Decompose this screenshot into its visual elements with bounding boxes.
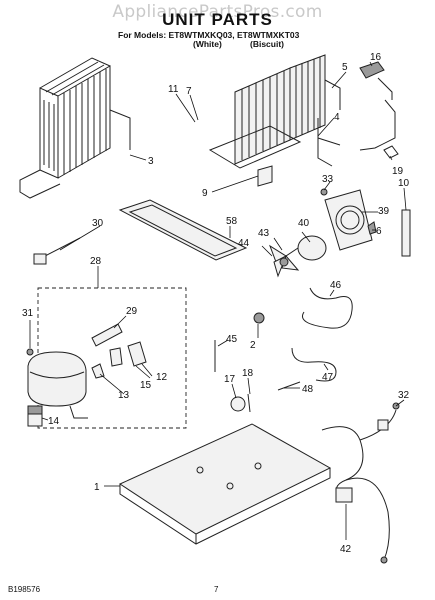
nut bbox=[253, 312, 265, 324]
callout-6: 6 bbox=[376, 226, 382, 237]
clip bbox=[383, 145, 399, 159]
callout-4: 4 bbox=[334, 112, 340, 123]
callout-7: 7 bbox=[186, 86, 192, 97]
power-plug bbox=[33, 237, 81, 265]
grommet bbox=[26, 348, 34, 356]
variant-white-label: (White) bbox=[193, 39, 222, 49]
watermark: AppliancePartsPros.com bbox=[112, 2, 323, 22]
callout-44: 44 bbox=[238, 238, 250, 249]
fan-blade bbox=[269, 244, 300, 278]
callout-3: 3 bbox=[148, 156, 154, 167]
base-plate bbox=[118, 423, 332, 545]
callout-14: 14 bbox=[48, 416, 60, 427]
fan-clip bbox=[367, 221, 377, 235]
bracket bbox=[257, 165, 273, 187]
grommet-large bbox=[230, 396, 246, 412]
rod-48 bbox=[277, 381, 301, 391]
callout-32: 32 bbox=[398, 390, 410, 401]
condenser-coil bbox=[19, 57, 131, 199]
suction-tube bbox=[302, 287, 353, 329]
variant-biscuit-label: (Biscuit) bbox=[250, 39, 284, 49]
fan-shroud bbox=[324, 189, 373, 251]
callout-19: 19 bbox=[392, 166, 404, 177]
callout-9: 9 bbox=[202, 188, 208, 199]
callout-28: 28 bbox=[90, 256, 102, 267]
callout-33: 33 bbox=[322, 174, 334, 185]
start-relay bbox=[127, 341, 147, 367]
screw bbox=[320, 188, 328, 196]
callout-46: 46 bbox=[330, 280, 342, 291]
callout-43: 43 bbox=[258, 228, 270, 239]
callout-42: 42 bbox=[340, 544, 352, 555]
callout-2: 2 bbox=[250, 340, 256, 351]
callout-1: 1 bbox=[94, 482, 100, 493]
callout-17: 17 bbox=[224, 374, 236, 385]
callout-40: 40 bbox=[298, 218, 310, 229]
relay-cover bbox=[109, 347, 123, 367]
drain-tube bbox=[359, 99, 396, 151]
gasket-strip bbox=[401, 209, 411, 257]
evaporator-assembly bbox=[208, 54, 341, 169]
callout-13: 13 bbox=[118, 390, 130, 401]
callout-30: 30 bbox=[92, 218, 104, 229]
overload-protector bbox=[91, 323, 123, 347]
callout-39: 39 bbox=[378, 206, 390, 217]
callout-45: 45 bbox=[226, 334, 238, 345]
sensor-wire bbox=[377, 77, 393, 100]
compressor-foot bbox=[27, 413, 43, 427]
page-number: 7 bbox=[214, 585, 219, 594]
callout-numbers: 1 2 3 4 5 6 7 9 10 11 12 13 14 15 16 17 … bbox=[22, 52, 410, 555]
models-label: For Models: ET8WTMXKQ03, ET8WTMXKT03 bbox=[118, 30, 300, 40]
discharge-tube bbox=[291, 347, 337, 382]
callout-16: 16 bbox=[370, 52, 382, 63]
footer-code: B198576 bbox=[8, 585, 41, 594]
callout-58: 58 bbox=[226, 216, 238, 227]
callout-18: 18 bbox=[242, 368, 254, 379]
callout-lines bbox=[29, 61, 407, 540]
sensor-cap bbox=[359, 61, 385, 79]
wiring-harness bbox=[321, 402, 400, 564]
callout-12: 12 bbox=[156, 372, 168, 383]
callout-5: 5 bbox=[342, 62, 348, 73]
callout-10: 10 bbox=[398, 178, 410, 189]
page-title: UNIT PARTS bbox=[162, 10, 273, 29]
callout-48: 48 bbox=[302, 384, 314, 395]
screw-long bbox=[247, 393, 251, 413]
compressor bbox=[27, 351, 88, 419]
callout-15: 15 bbox=[140, 380, 152, 391]
drain-pan bbox=[118, 199, 248, 261]
callout-47: 47 bbox=[322, 372, 334, 383]
callout-29: 29 bbox=[126, 306, 138, 317]
callout-31: 31 bbox=[22, 308, 34, 319]
capillary-tube bbox=[317, 118, 341, 167]
callout-11: 11 bbox=[168, 84, 179, 95]
fan-motor bbox=[285, 235, 327, 261]
